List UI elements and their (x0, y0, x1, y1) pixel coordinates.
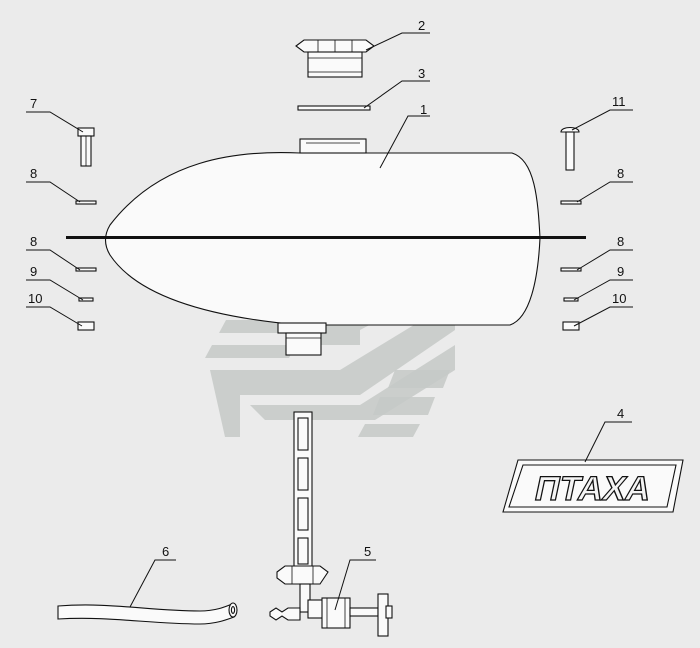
fuel-tap (269, 411, 393, 637)
callout-4: 4 (617, 406, 624, 421)
callout-9-right: 9 (617, 264, 624, 279)
callout-8-right-middle: 8 (617, 234, 624, 249)
callout-8-right-upper: 8 (617, 166, 624, 181)
callout-11: 11 (612, 94, 626, 109)
callout-8-left-middle: 8 (30, 234, 37, 249)
washer-right-middle (560, 267, 582, 272)
spring-washer-right (563, 297, 579, 302)
spring-washer-left (78, 297, 94, 302)
callout-10-right: 10 (612, 291, 626, 306)
washer-left-middle (75, 267, 97, 272)
callout-labels: 1 2 3 4 5 6 7 8 8 9 10 11 8 8 9 10 (28, 18, 626, 559)
callout-1: 1 (420, 102, 427, 117)
cap-gasket (297, 105, 371, 111)
nut-left (77, 321, 95, 331)
callout-10-left: 10 (28, 291, 42, 306)
fuel-hose (57, 602, 238, 625)
washer-right-upper (560, 200, 582, 205)
callout-5: 5 (364, 544, 371, 559)
fuel-tank (66, 138, 586, 356)
emblem-text: ПТАХА (532, 470, 655, 508)
callout-8-left-upper: 8 (30, 166, 37, 181)
washer-left-upper (75, 200, 97, 205)
callout-3: 3 (418, 66, 425, 81)
callout-6: 6 (162, 544, 169, 559)
emblem-plate: ПТАХА (502, 459, 684, 513)
filler-cap (295, 39, 375, 78)
callout-2: 2 (418, 18, 425, 33)
bolt-left (77, 127, 95, 167)
nut-right (562, 321, 580, 331)
callout-9-left: 9 (30, 264, 37, 279)
callout-7: 7 (30, 96, 37, 111)
bolt-right (560, 126, 580, 171)
leader-lines (26, 32, 633, 611)
